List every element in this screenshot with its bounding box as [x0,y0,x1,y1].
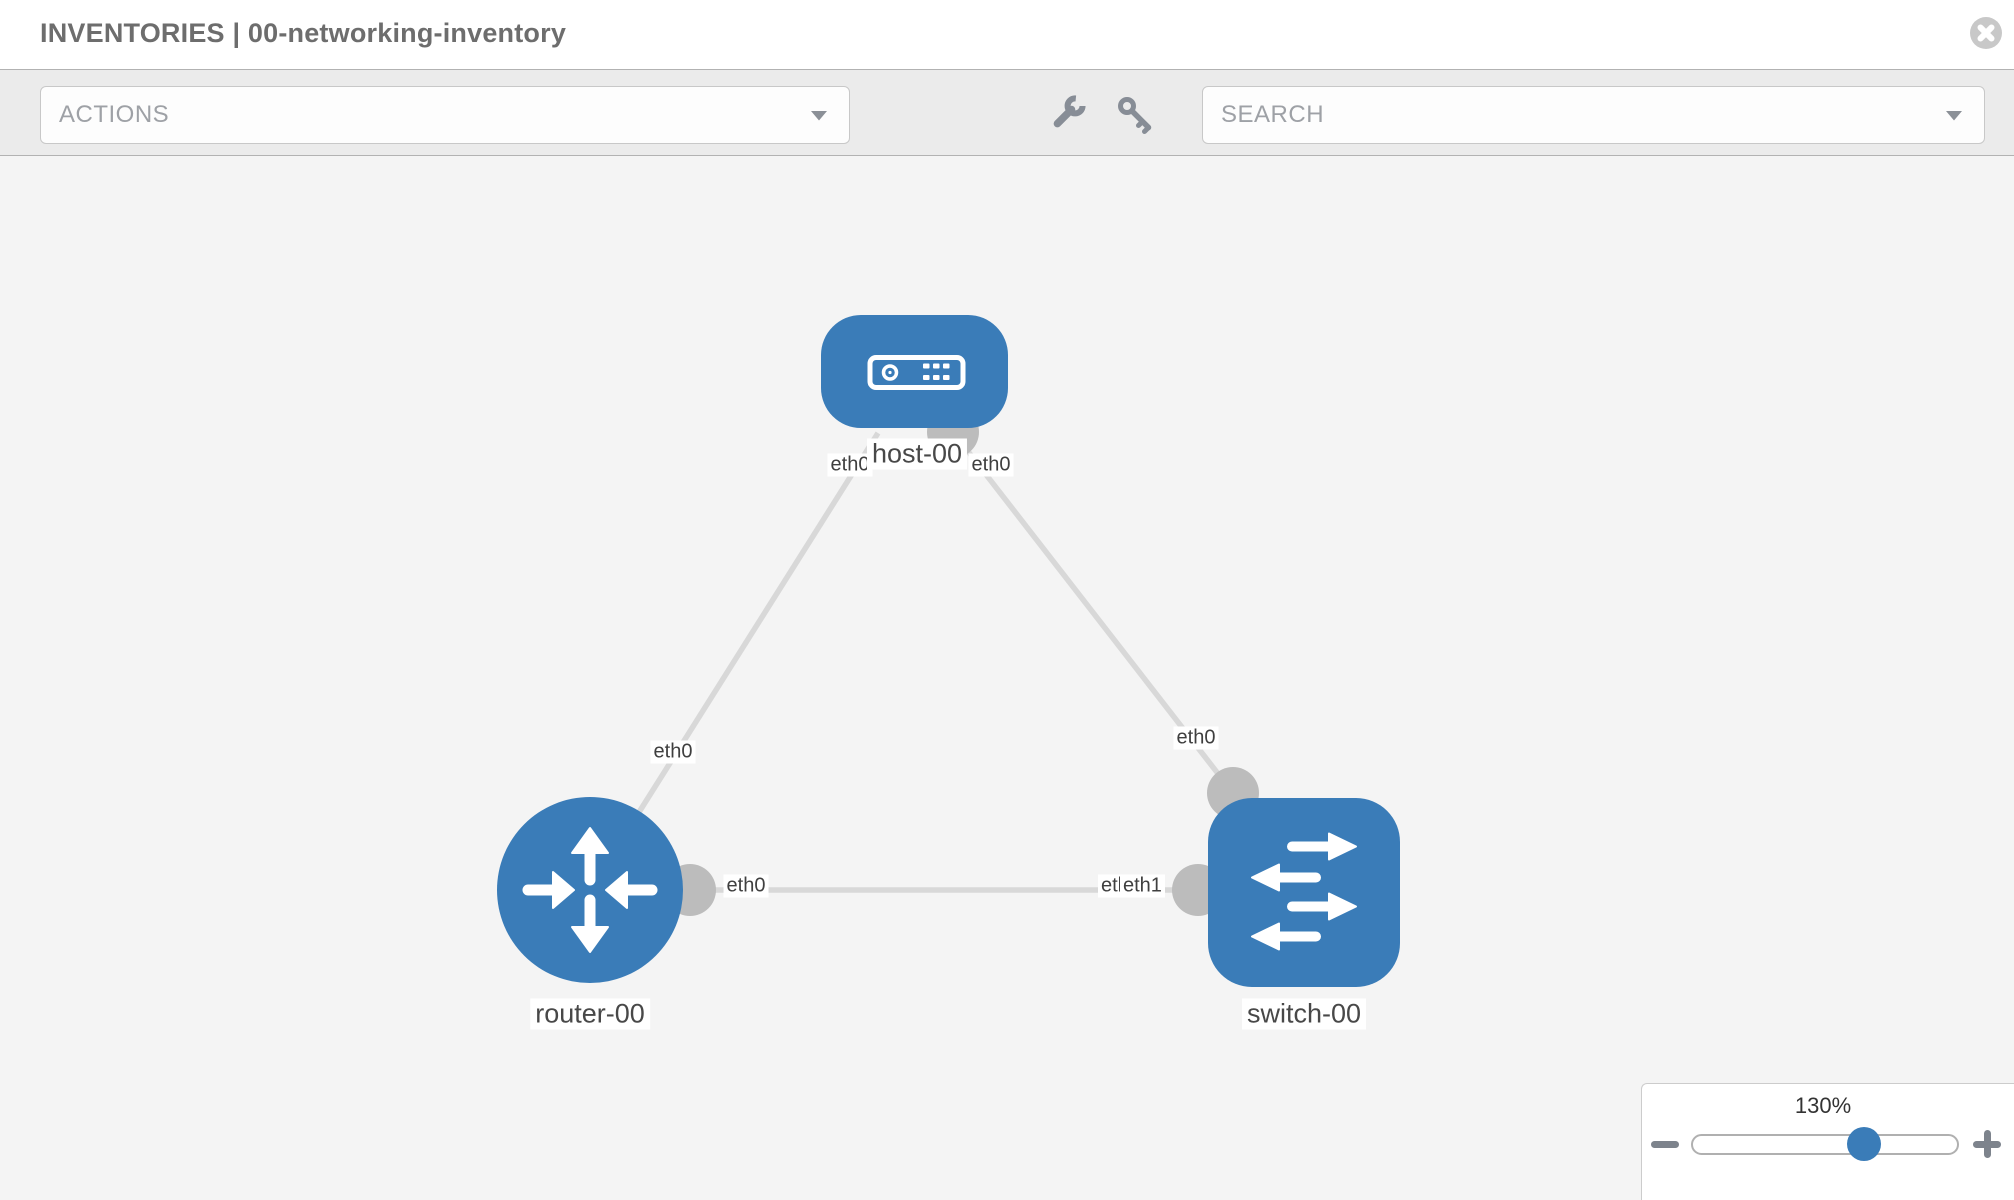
interface-label: eth1 [1120,874,1165,898]
interface-label: eth0 [827,453,873,477]
zoom-in-button[interactable] [1973,1130,2001,1158]
zoom-slider-thumb[interactable] [1847,1127,1881,1161]
interface-label: eth0 [1173,726,1219,750]
zoom-slider-track[interactable] [1691,1134,1959,1155]
close-icon [1970,17,2002,49]
switch-arrows-icon [1251,832,1357,951]
node-label-host: host-00 [866,438,968,470]
zoom-out-button[interactable] [1651,1141,1679,1148]
node-label-router: router-00 [530,998,650,1030]
node-router[interactable] [497,797,683,983]
tools-button[interactable] [1046,91,1090,140]
node-host[interactable] [821,315,1008,428]
toolbar: ACTIONS [0,70,2014,156]
node-switch[interactable] [1208,798,1400,987]
interface-label: eth0 [968,453,1014,477]
chevron-down-icon [1946,111,1962,121]
search-dropdown[interactable]: SEARCH [1202,86,1985,144]
wrench-icon [1053,95,1086,128]
search-dropdown-label: SEARCH [1221,101,1325,128]
chevron-down-icon [811,111,827,121]
credentials-button[interactable] [1114,93,1156,140]
close-button[interactable] [1969,16,2003,50]
actions-dropdown-label: ACTIONS [59,101,170,128]
page-title: INVENTORIES | 00-networking-inventory [40,18,567,48]
zoom-panel: 130% [1641,1083,2014,1200]
topology-canvas[interactable]: eth0 eth0 eth0 eth0 eth0 eth0 eth1 host-… [0,156,2014,1200]
server-icon [867,355,966,390]
key-icon [1118,97,1152,134]
zoom-level: 130% [1794,1093,1852,1118]
actions-dropdown[interactable]: ACTIONS [40,86,850,144]
header: INVENTORIES | 00-networking-inventory [0,0,2014,70]
interface-label: eth0 [723,874,769,898]
router-arrows-icon [522,827,658,953]
interface-label: eth0 [650,740,696,764]
node-label-switch: switch-00 [1241,998,1367,1030]
